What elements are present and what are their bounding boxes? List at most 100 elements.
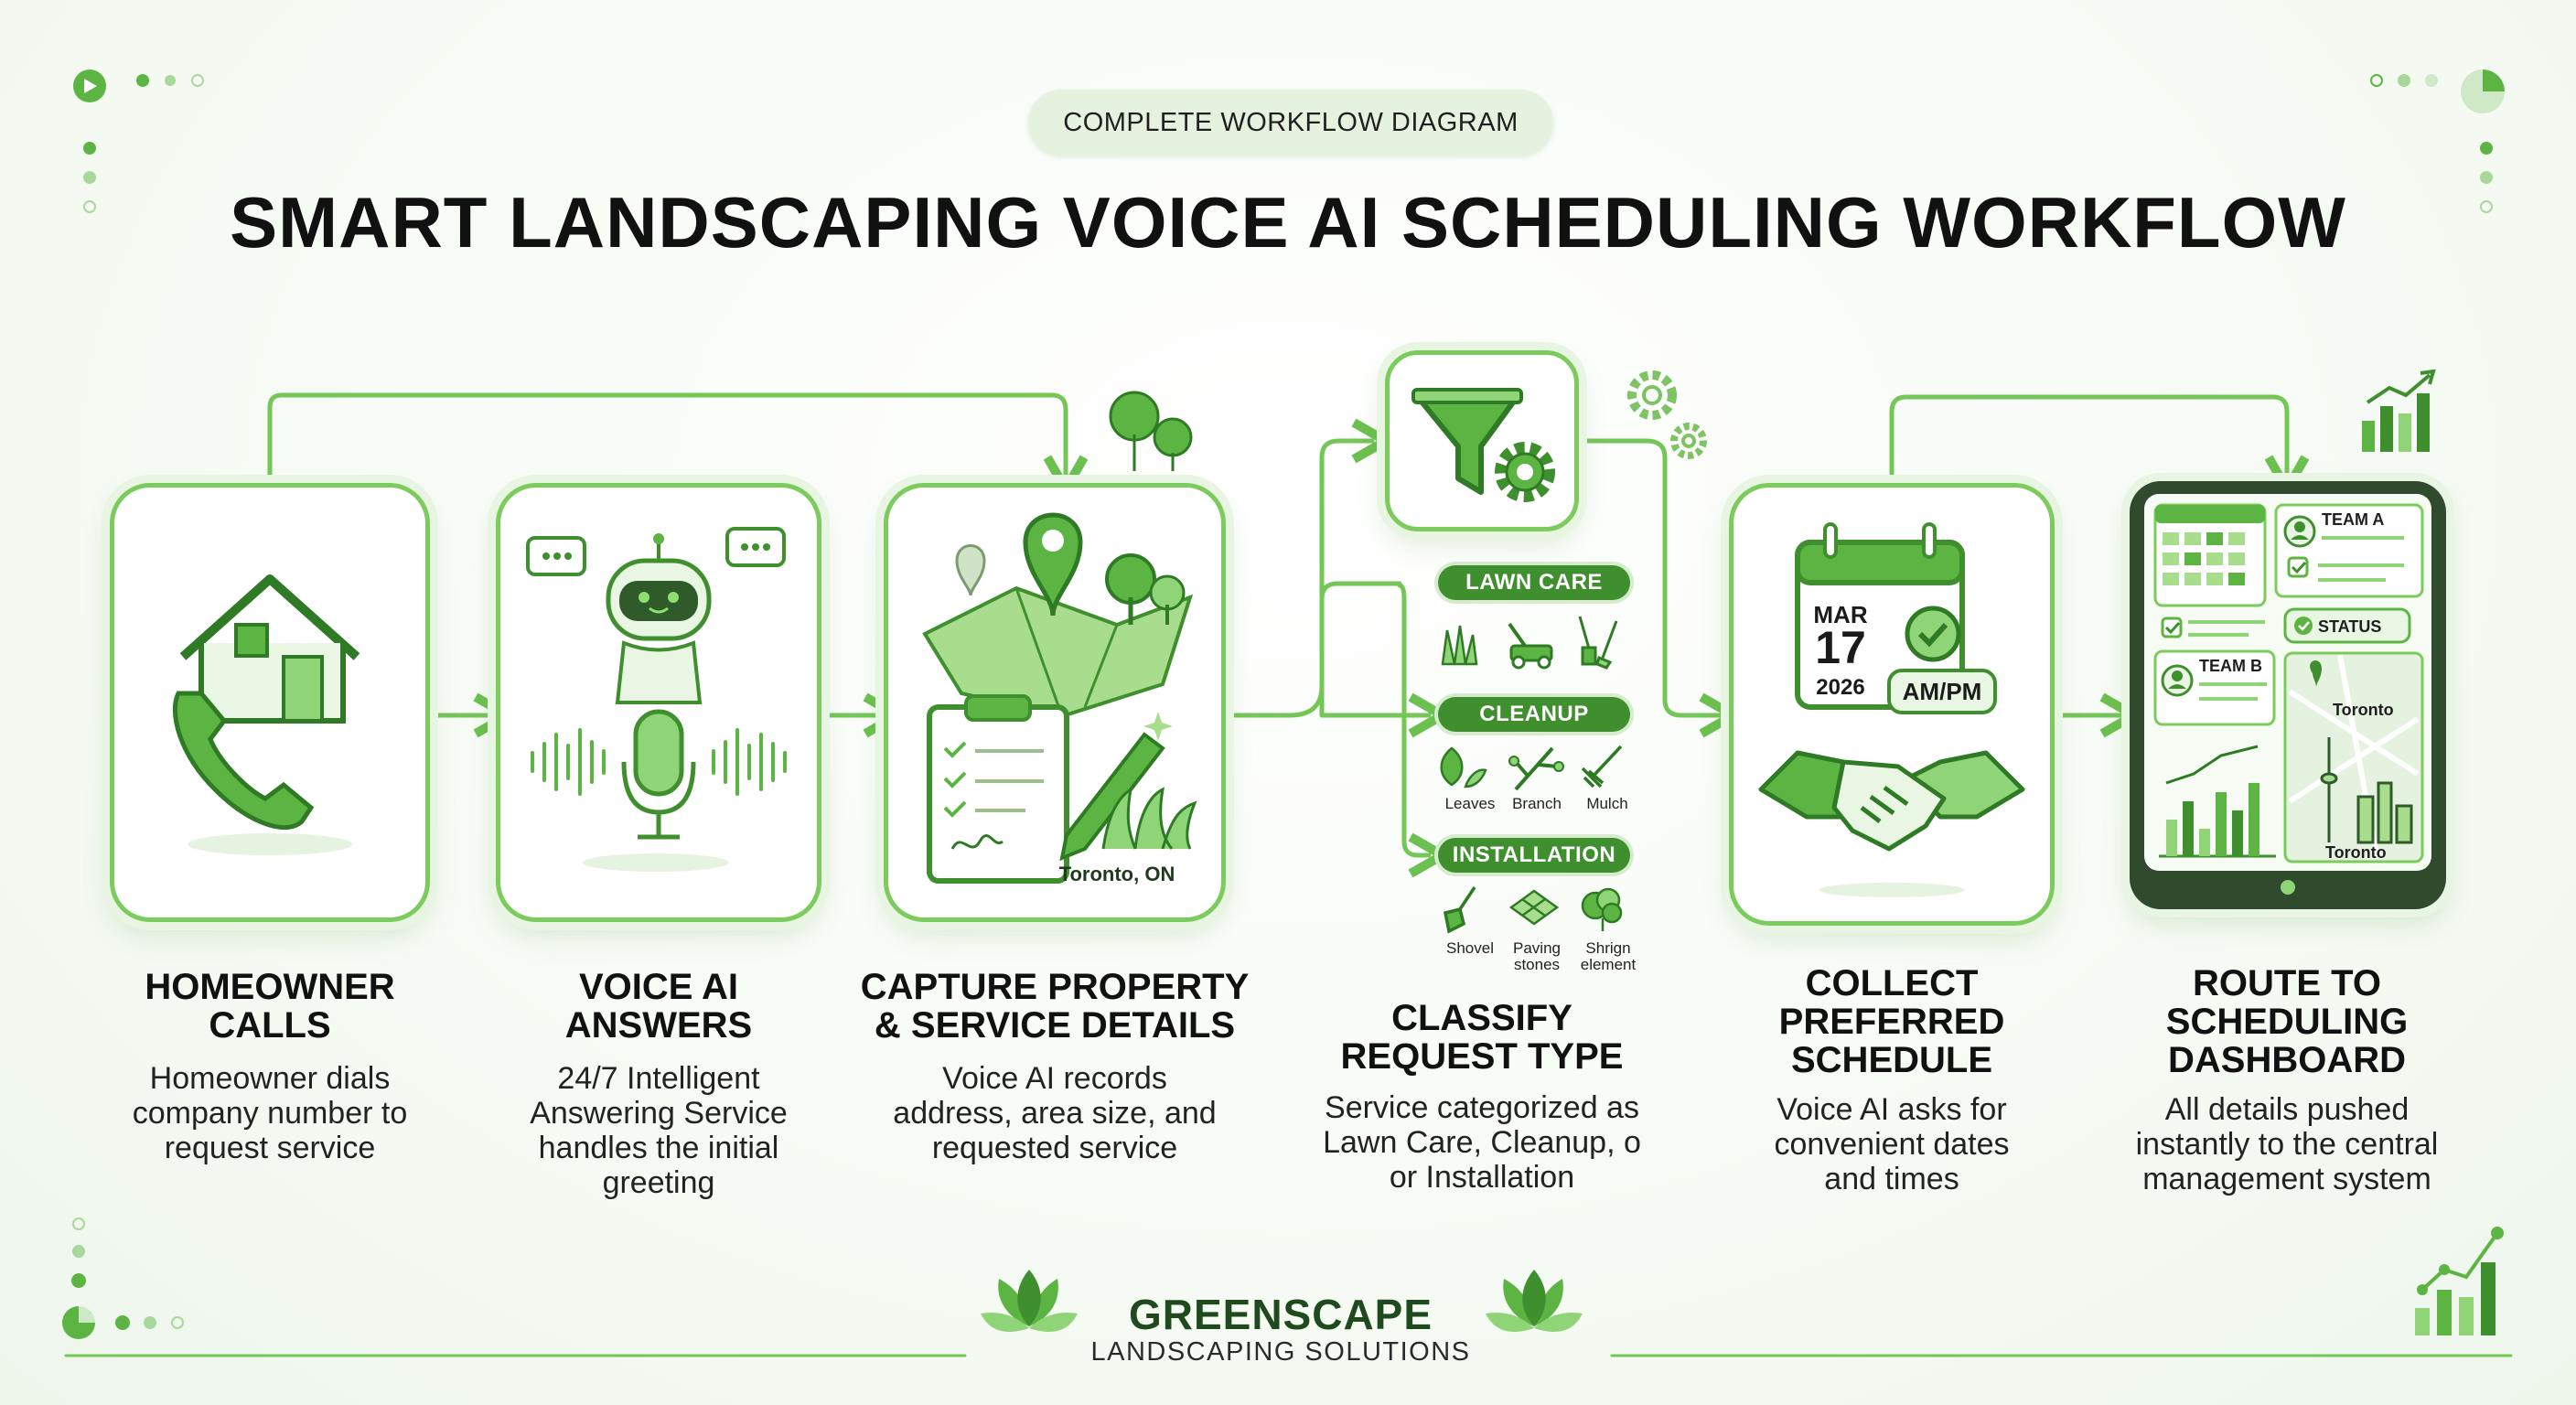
step6-title-line1: ROUTE TO — [2193, 963, 2381, 1003]
cleanup-icons — [1440, 745, 1623, 791]
step-desc-voice-ai-answers: 24/7 Intelligent Answering Service handl… — [476, 1061, 842, 1200]
category-lawn-care: LAWN CARE — [1438, 565, 1630, 600]
lawn-care-icons — [1441, 616, 1618, 670]
trees-icon — [1109, 391, 1193, 471]
installation-icons — [1443, 886, 1623, 934]
step6-desc-line1: All details pushed — [2164, 1092, 2410, 1127]
dashboard-bar-chart — [2159, 745, 2276, 858]
step-title-capture-details: CAPTURE PROPERTY & SERVICE DETAILS — [853, 968, 1256, 1045]
step-card-dashboard-tablet: TEAM A STATUS TEAM B Toronto Toronto — [2130, 481, 2446, 909]
growth-chart-icon — [2362, 369, 2436, 452]
brand-name: GREENSCAPE — [1128, 1291, 1433, 1338]
install-item-shrign-line1: Shrign — [1585, 939, 1631, 957]
cn-tower-icon — [2320, 737, 2413, 844]
step5-desc-line1: Voice AI asks for — [1776, 1092, 2007, 1127]
step1-desc-line2: company number to — [132, 1096, 408, 1131]
step5-title-line1: COLLECT — [1805, 963, 1979, 1003]
step-desc-homeowner-calls: Homeowner dials company number to reques… — [87, 1061, 453, 1165]
step-desc-classify: Service categorized as Lawn Care, Cleanu… — [1299, 1090, 1665, 1195]
calendar-month: MAR — [1813, 601, 1867, 628]
connector-branch-lawn — [1319, 581, 1402, 718]
team-b-label: TEAM B — [2199, 657, 2262, 675]
category-installation: INSTALLATION — [1438, 838, 1630, 873]
map-clipboard-icon: Toronto, ON — [922, 512, 1197, 885]
install-item-shovel: Shovel — [1446, 939, 1494, 957]
step5-desc-line3: and times — [1824, 1162, 1959, 1196]
corner-decor-top-left — [73, 70, 204, 213]
calendar-year: 2026 — [1816, 675, 1864, 700]
step2-desc-line2: Answering Service — [530, 1096, 788, 1131]
handshake-icon — [1758, 750, 2025, 852]
step4-title-line2: REQUEST TYPE — [1340, 1036, 1624, 1077]
funnel-gear-icon — [1411, 388, 1555, 502]
step5-desc-line2: convenient dates — [1774, 1127, 2010, 1162]
step6-title-line2: SCHEDULING — [2165, 1002, 2409, 1042]
step3-desc-line1: Voice AI records — [942, 1061, 1167, 1096]
step2-desc-line4: greeting — [602, 1165, 715, 1200]
connector-loop-1 — [267, 392, 1066, 476]
step4-title-line1: CLASSIFY — [1391, 998, 1572, 1038]
leaves-icon — [1440, 746, 1487, 788]
branch-icon — [1508, 746, 1564, 791]
step-title-voice-ai-answers: VOICE AI ANSWERS — [476, 968, 842, 1045]
corner-decor-top-right — [2370, 70, 2505, 213]
step-card-collect-schedule: MAR 17 2026 AM/PM — [1729, 483, 2055, 926]
step-title-collect-schedule: COLLECT PREFERRED SCHEDULE — [1709, 964, 2075, 1079]
step3-title-line1: CAPTURE PROPERTY — [860, 967, 1250, 1007]
house-phone-icon — [172, 574, 360, 855]
connector-funnel-to-schedule — [1577, 438, 1720, 715]
step4-desc-line2: Lawn Care, Cleanup, o — [1323, 1125, 1641, 1160]
map-city-bottom-label: Toronto — [2325, 843, 2387, 862]
step3-desc-line3: requested service — [931, 1131, 1178, 1165]
step-desc-route-dashboard: All details pushed instantly to the cent… — [2104, 1092, 2470, 1196]
step-title-homeowner-calls: HOMEOWNER CALLS — [87, 968, 453, 1045]
shovel-icon — [1443, 886, 1476, 934]
step5-title-line3: SCHEDULE — [1790, 1040, 1993, 1080]
rake-icon — [1581, 745, 1623, 788]
page-title: SMART LANDSCAPING VOICE AI SCHEDULING WO… — [230, 182, 2346, 263]
step-desc-collect-schedule: Voice AI asks for convenient dates and t… — [1709, 1092, 2075, 1196]
location-label: Toronto, ON — [1059, 863, 1175, 885]
step6-desc-line3: management system — [2142, 1162, 2431, 1196]
step2-title-line2: ANSWERS — [564, 1005, 753, 1046]
step-card-homeowner-calls — [110, 483, 430, 922]
cleanup-item-mulch: Mulch — [1586, 795, 1628, 812]
category-cleanup: CLEANUP — [1438, 697, 1630, 732]
team-a-label: TEAM A — [2322, 510, 2384, 529]
dashboard-screen: TEAM A STATUS TEAM B Toronto Toronto — [2144, 494, 2431, 895]
chart-icon-bottom-right — [2415, 1227, 2504, 1335]
step3-title-line2: & SERVICE DETAILS — [874, 1005, 1236, 1046]
connector-loop-2 — [1889, 394, 2287, 476]
funnel-filter-card — [1385, 350, 1579, 531]
connector-to-classify — [1223, 441, 1372, 718]
map-city-label: Toronto — [2333, 701, 2394, 719]
calendar-handshake-icon: MAR 17 2026 AM/PM — [1758, 522, 2025, 897]
cleanup-item-branch: Branch — [1512, 795, 1562, 812]
leaf-icon-left — [981, 1270, 1078, 1333]
trimmer-icon — [1578, 616, 1618, 670]
calendar-ampm: AM/PM — [1903, 678, 1982, 705]
step4-desc-line1: Service categorized as — [1325, 1090, 1639, 1125]
install-item-paving-line2: stones — [1513, 956, 1561, 973]
step1-title-line2: CALLS — [209, 1005, 331, 1046]
connector-branch-install — [1397, 583, 1429, 855]
grass-icon — [1441, 625, 1478, 666]
step-card-voice-ai-answers — [496, 483, 821, 922]
step5-title-line2: PREFERRED — [1778, 1002, 2005, 1042]
paving-stones-icon — [1508, 889, 1560, 926]
status-label: STATUS — [2318, 617, 2381, 636]
step2-desc-line3: handles the initial — [538, 1131, 779, 1165]
step2-title-line1: VOICE AI — [578, 967, 739, 1007]
gears-icon — [1627, 370, 1707, 459]
step6-title-line3: DASHBOARD — [2168, 1040, 2406, 1080]
install-item-paving-line1: Paving — [1513, 939, 1561, 957]
step-title-route-dashboard: ROUTE TO SCHEDULING DASHBOARD — [2104, 964, 2470, 1079]
step1-desc-line3: request service — [164, 1131, 376, 1165]
step6-desc-line2: instantly to the central — [2135, 1127, 2439, 1162]
leaf-icon-right — [1486, 1270, 1583, 1333]
step-desc-capture-details: Voice AI records address, area size, and… — [853, 1061, 1256, 1165]
lawn-mower-icon — [1508, 622, 1553, 670]
